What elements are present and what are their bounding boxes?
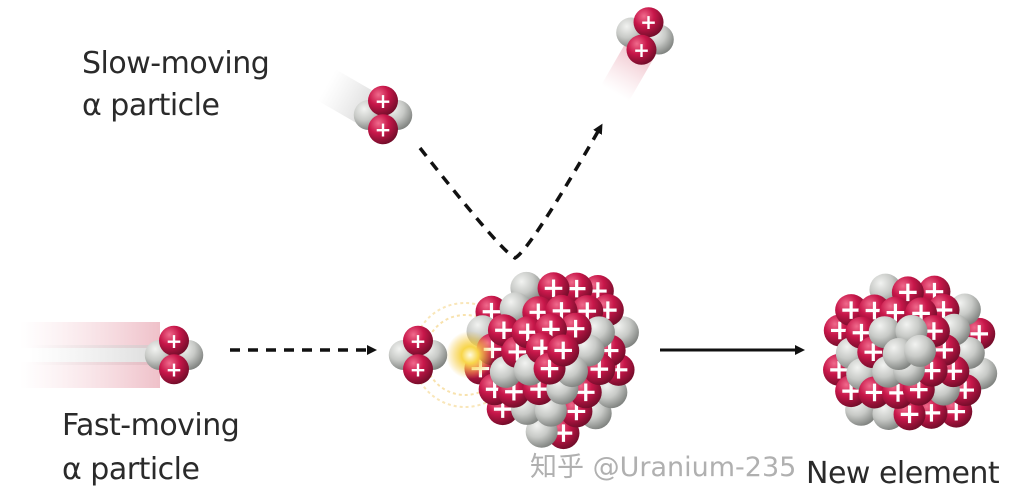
neutron: [903, 334, 936, 367]
fast-alpha-particle: [144, 325, 204, 385]
proton-plus-mark: [935, 341, 954, 359]
proton-plus-mark: [899, 283, 917, 302]
proton-plus-mark: [842, 301, 860, 319]
fast-particle-label-line2: α particle: [62, 452, 200, 487]
colliding-alpha-particle: [388, 325, 448, 385]
new-element-label: New element: [806, 456, 1000, 491]
proton-plus-mark: [518, 323, 537, 342]
target-nucleus: [464, 271, 639, 450]
proton-plus-symbol: +: [410, 329, 427, 353]
proton-plus-symbol: +: [166, 357, 183, 381]
proton-plus-mark: [495, 321, 513, 340]
proton: [368, 114, 398, 145]
proton-plus-symbol: +: [410, 357, 427, 381]
proton-plus-mark: [970, 325, 989, 343]
proton-plus-mark: [544, 279, 563, 298]
proton: [159, 354, 189, 385]
slow-alpha-particle: [353, 85, 413, 145]
proton-plus-mark: [554, 341, 573, 360]
proton-plus-mark: [909, 380, 928, 399]
proton-plus-mark: [567, 279, 586, 298]
proton-plus-symbol: +: [166, 329, 183, 353]
proton-plus-mark: [925, 322, 943, 340]
proton-plus-mark: [922, 404, 941, 422]
proton-plus-mark: [530, 380, 548, 398]
proton-plus-mark: [865, 383, 884, 402]
slow-particle-deflection-path: [418, 123, 603, 260]
proton-plus-mark: [576, 383, 595, 402]
proton-plus-mark: [934, 301, 953, 319]
proton-plus-mark: [830, 361, 848, 379]
proton-plus-symbol: +: [375, 89, 392, 113]
proton: [403, 354, 433, 385]
proton-plus-mark: [578, 302, 597, 320]
proton-plus-mark: [529, 303, 548, 322]
slow-particle-label-line2: α particle: [82, 88, 220, 123]
proton-plus-mark: [947, 402, 966, 421]
deflected-alpha-particle: [616, 7, 674, 65]
proton: [368, 85, 398, 116]
proton: [633, 7, 664, 38]
proton-plus-mark: [852, 323, 871, 342]
fast-particle-motion-blur: [20, 322, 160, 388]
slow-particle-label-line1: Slow-moving: [82, 46, 270, 81]
proton-plus-symbol: +: [633, 38, 650, 62]
fast-particle-label-line1: Fast-moving: [62, 408, 240, 443]
proton: [626, 34, 657, 65]
proton: [403, 325, 433, 356]
proton-plus-mark: [886, 303, 905, 322]
proton-plus-mark: [493, 400, 512, 418]
proton-plus-mark: [566, 319, 585, 338]
proton-plus-mark: [567, 402, 586, 421]
watermark: 知乎 @Uranium-235: [530, 452, 797, 483]
proton: [159, 325, 189, 356]
proton-plus-symbol: +: [375, 117, 392, 141]
proton-plus-mark: [922, 361, 941, 380]
proton-plus-mark: [482, 302, 501, 321]
proton-plus-mark: [508, 343, 527, 361]
proton-plus-mark: [505, 382, 523, 401]
proton-plus-mark: [552, 302, 571, 320]
proton-plus-symbol: +: [640, 10, 657, 34]
collision-flash-core: [446, 331, 494, 379]
proton-plus-mark: [864, 343, 883, 361]
proton-plus-mark: [540, 359, 559, 378]
proton-plus-mark: [900, 405, 919, 424]
new-element-nucleus: [823, 273, 998, 431]
proton-plus-mark: [590, 360, 609, 378]
